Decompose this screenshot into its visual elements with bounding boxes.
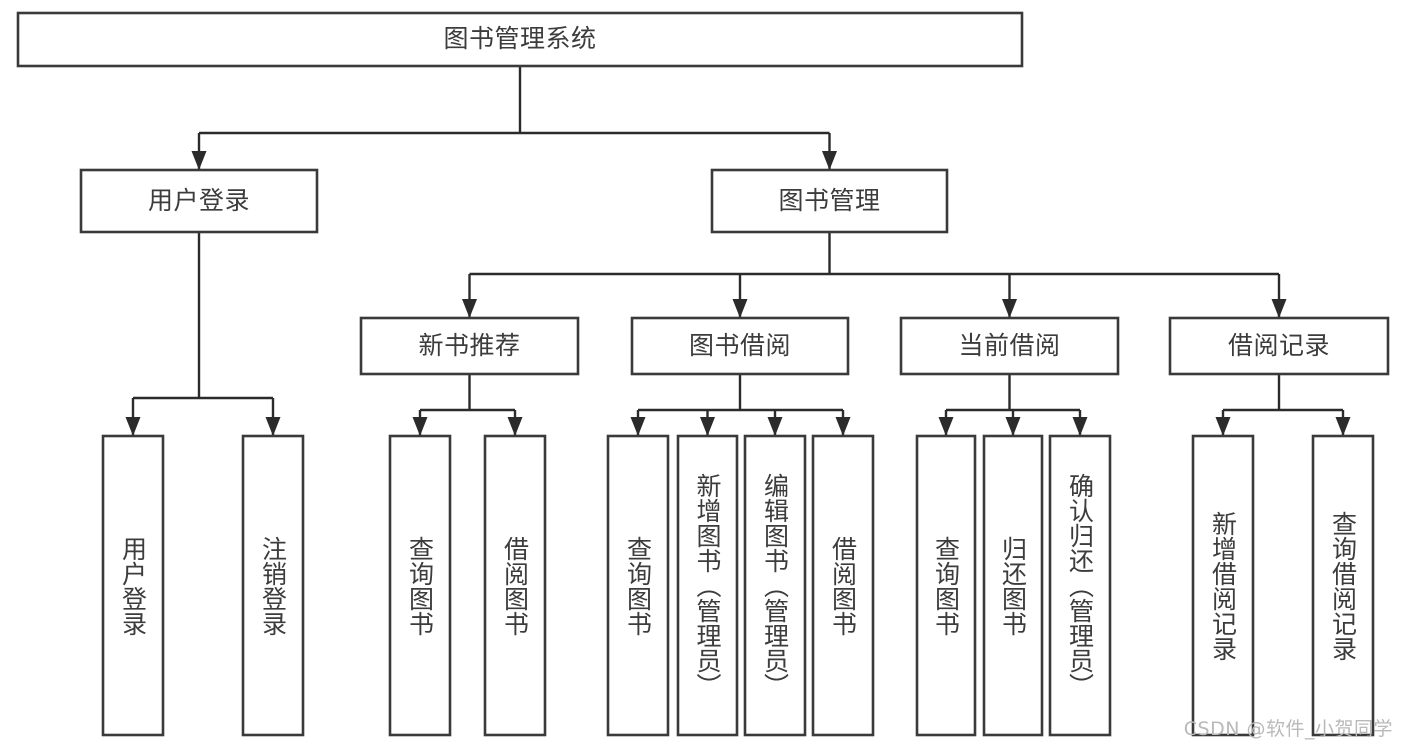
leaf-node-leaf-query-borrow-record-box[interactable] [1311, 434, 1375, 737]
arrow-head-icon-leaf-query-book-1 [412, 417, 428, 436]
arrow-head-icon-leaf-borrow-book-2 [835, 417, 851, 436]
arrow-head-icon-leaf-query-borrow-record [1335, 417, 1351, 436]
connector-group [125, 66, 1351, 436]
leaf-node-leaf-user-login-box[interactable] [101, 434, 165, 737]
node-leaf-confirm-return[interactable] [1050, 436, 1110, 735]
node-borrow-record[interactable] [1170, 318, 1388, 374]
leaf-node-leaf-add-borrow-record-box[interactable] [1191, 434, 1255, 737]
node-leaf-user-login[interactable] [103, 436, 163, 735]
node-leaf-add-borrow-record[interactable] [1193, 436, 1253, 735]
level3-node-new-book-recommend-box[interactable] [359, 316, 580, 376]
arrow-head-icon-leaf-user-login [125, 417, 141, 436]
arrow-head-icon-leaf-borrow-book-1 [507, 417, 523, 436]
node-book-manage[interactable] [712, 170, 947, 232]
leaf-node-leaf-confirm-return-box[interactable] [1048, 434, 1112, 737]
node-book-borrow[interactable] [632, 318, 848, 374]
leaf-node-leaf-add-book-box[interactable] [676, 434, 739, 737]
level2-node-user-login-box[interactable] [79, 168, 319, 234]
node-leaf-borrow-book-2[interactable] [813, 436, 873, 735]
level3-node-book-borrow-box[interactable] [630, 316, 850, 376]
node-leaf-query-book-1[interactable] [390, 436, 450, 735]
arrow-head-icon-leaf-confirm-return [1072, 417, 1088, 436]
node-leaf-query-book-3[interactable] [917, 436, 975, 735]
leaf-node-leaf-logout-login-box[interactable] [241, 434, 305, 737]
root-node-node[interactable] [18, 13, 1022, 66]
node-leaf-edit-book[interactable] [745, 436, 805, 735]
arrow-head-icon-leaf-add-borrow-record [1215, 417, 1231, 436]
node-leaf-query-book-2[interactable] [608, 436, 668, 735]
leaf-node-leaf-query-book-2-box[interactable] [606, 434, 670, 737]
node-leaf-return-book[interactable] [984, 436, 1042, 735]
node-user-login[interactable] [81, 170, 317, 232]
root-node-box[interactable] [16, 11, 1024, 68]
level2-node-book-manage-box[interactable] [710, 168, 949, 234]
leaf-node-leaf-query-book-1-box[interactable] [388, 434, 452, 737]
arrow-head-icon-leaf-return-book [1005, 417, 1021, 436]
arrow-head-icon-book-borrow [732, 299, 748, 318]
node-leaf-logout-login[interactable] [243, 436, 303, 735]
arrow-head-icon-leaf-query-book-3 [938, 417, 954, 436]
node-new-book-recommend[interactable] [361, 318, 578, 374]
leaf-node-leaf-edit-book-box[interactable] [743, 434, 807, 737]
leaf-node-leaf-return-book-box[interactable] [982, 434, 1044, 737]
arrow-head-icon-leaf-logout-login [265, 417, 281, 436]
leaf-node-leaf-borrow-book-2-box[interactable] [811, 434, 875, 737]
arrow-head-icon-borrow-record [1271, 299, 1287, 318]
arrow-head-icon-leaf-edit-book [767, 417, 783, 436]
leaf-node-leaf-borrow-book-1-box[interactable] [483, 434, 547, 737]
node-current-borrow[interactable] [901, 318, 1118, 374]
leaf-node-leaf-query-book-3-box[interactable] [915, 434, 977, 737]
node-leaf-query-borrow-record[interactable] [1313, 436, 1373, 735]
level3-node-borrow-record-box[interactable] [1168, 316, 1390, 376]
node-leaf-borrow-book-1[interactable] [485, 436, 545, 735]
arrow-head-icon-new-book-recommend [462, 299, 477, 318]
arrow-head-icon-user-login [191, 151, 207, 170]
arrow-head-icon-leaf-add-book [700, 417, 715, 436]
arrow-head-icon-leaf-query-book-2 [630, 417, 646, 436]
arrow-head-icon-current-borrow [1002, 299, 1017, 318]
arrow-head-icon-book-manage [822, 151, 837, 170]
level3-node-current-borrow-box[interactable] [899, 316, 1120, 376]
node-leaf-add-book[interactable] [678, 436, 737, 735]
